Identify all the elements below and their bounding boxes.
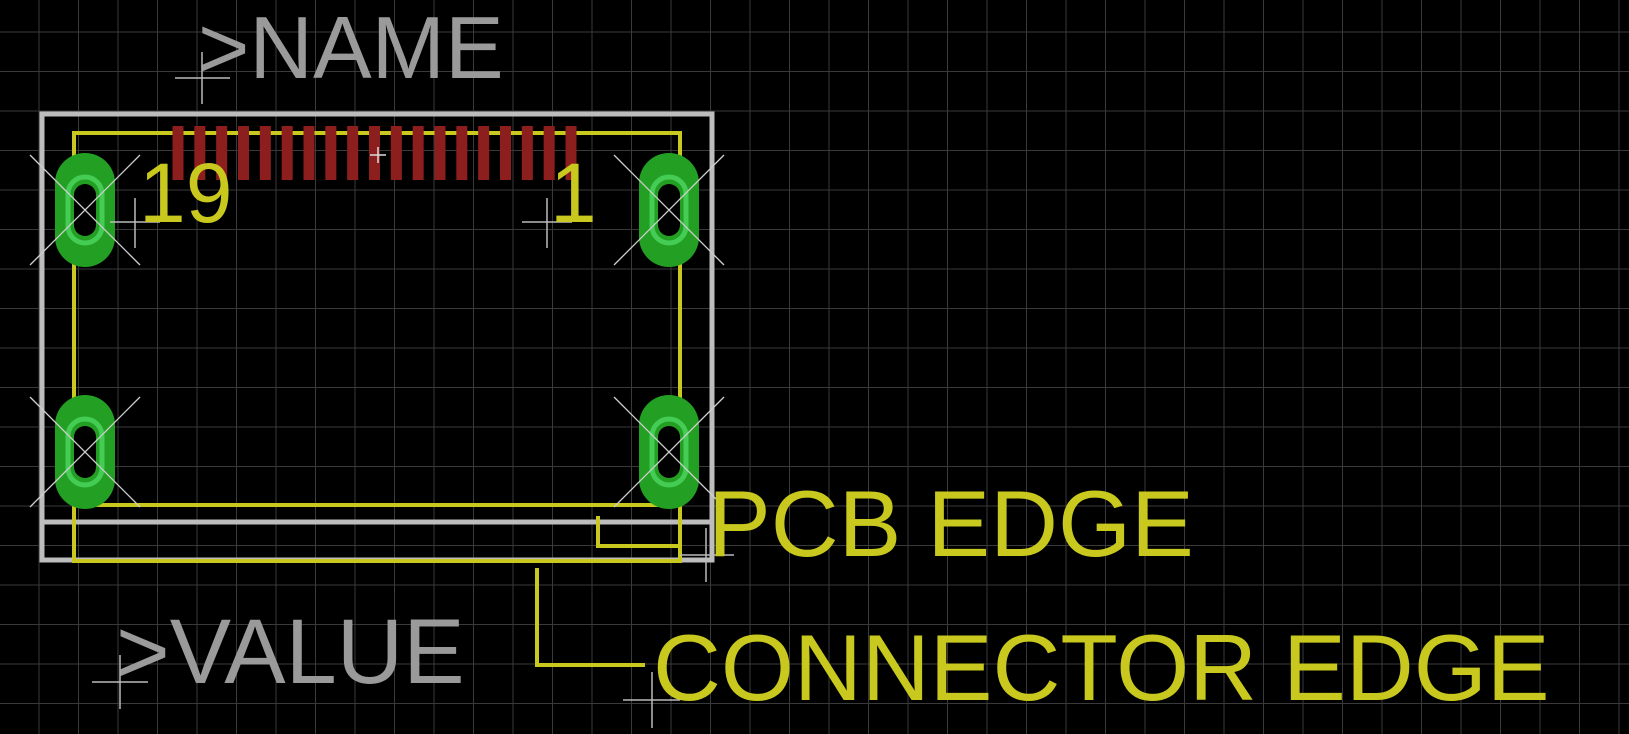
pcb-edge-origin-cross <box>680 528 734 582</box>
pin1-origin-cross <box>522 198 572 248</box>
smd-pad <box>543 126 555 180</box>
mounting-hole <box>613 153 725 267</box>
mounting-hole <box>29 153 141 267</box>
smd-pad <box>216 126 228 180</box>
smd-pad <box>478 126 490 180</box>
smd-pad <box>259 126 271 180</box>
pcb-edge-leader <box>596 516 680 548</box>
connector-edge-leader <box>535 568 645 667</box>
mounting-holes <box>29 153 725 509</box>
pin-1-label: 1 <box>550 146 597 240</box>
smd-pad <box>194 126 206 180</box>
value-origin-cross <box>92 655 148 709</box>
smd-pads <box>172 126 577 180</box>
mounting-hole <box>29 395 141 509</box>
smd-pad <box>325 126 337 180</box>
smd-pad <box>172 126 184 180</box>
connector-edge-origin-cross <box>623 672 680 728</box>
smd-pad <box>303 126 315 180</box>
smd-pad <box>565 126 577 180</box>
origin-crosses <box>92 52 734 728</box>
smd-pad <box>521 126 533 180</box>
smd-pad <box>369 126 380 180</box>
pin19-origin-cross <box>110 198 160 248</box>
smd-pad <box>434 126 446 180</box>
value-label: >VALUE <box>116 601 465 703</box>
smd-pad <box>347 126 359 180</box>
smd-pad <box>238 126 249 180</box>
smd-pad <box>412 126 424 180</box>
mounting-hole <box>613 395 725 509</box>
smd-pad <box>281 126 293 180</box>
leader-lines <box>535 516 680 667</box>
connector-edge-label: CONNECTOR EDGE <box>653 615 1550 720</box>
pcb-edge-label: PCB EDGE <box>708 471 1194 576</box>
name-label: >NAME <box>198 0 504 97</box>
smd-pad <box>456 126 468 180</box>
name-origin-cross <box>175 52 230 104</box>
smd-pad <box>500 126 511 180</box>
smd-pad <box>390 126 402 180</box>
pin-19-label: 19 <box>139 146 232 240</box>
center-marker <box>370 147 386 163</box>
